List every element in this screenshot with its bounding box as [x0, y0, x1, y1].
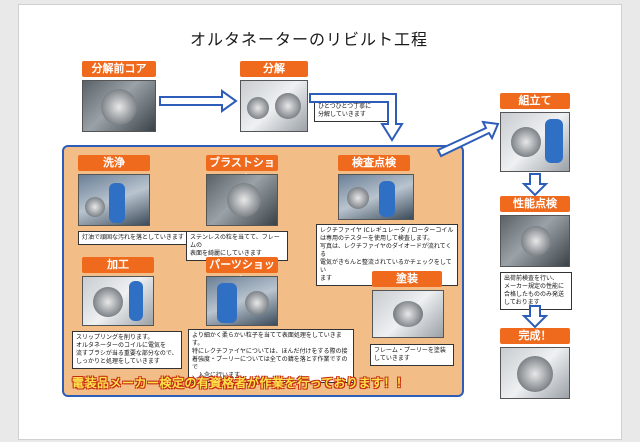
step-label-performance: 性能点検 — [500, 196, 570, 212]
step-label-machining: 加工 — [82, 257, 154, 273]
note-blast: ステンレスの粒を当てて、フレームの 表面を綺麗にしていきます — [186, 231, 288, 261]
step-label-core: 分解前コア — [82, 61, 156, 77]
photo-blast — [206, 174, 278, 226]
photo-painting — [372, 290, 444, 338]
note-parts-shot: より細かく柔らかい粒子を当てて表面処理をしていきます。 特にレクチファイヤについ… — [188, 329, 354, 383]
photo-disassembly — [240, 80, 308, 132]
note-performance: 出荷前検査を行い、 メーカー規定の性能に 合格したもののみ発送 しております — [500, 272, 572, 310]
photo-performance — [500, 215, 570, 267]
arrow-disassembly-to-panel — [309, 93, 404, 142]
note-machining: スリップリングを削ります。 オルタネーターのコイルに電気を 流すブラシが当る重要… — [72, 331, 182, 369]
qualification-banner: 電装品メーカー検定の有資格者が作業を行っております！！ — [72, 376, 409, 390]
photo-parts-shot — [206, 276, 278, 326]
photo-assembly — [500, 112, 570, 172]
step-label-washing: 洗浄 — [78, 155, 150, 171]
arrow-assembly-to-performance — [521, 173, 549, 197]
note-washing: 灯油で頑固な汚れを落としていきます — [78, 231, 196, 245]
photo-washing — [78, 174, 150, 226]
step-label-painting: 塗装 — [372, 271, 442, 287]
arrow-panel-to-assembly — [436, 120, 500, 158]
note-painting: フレーム・プーリーを塗装 していきます — [370, 344, 454, 366]
step-label-disassembly: 分解 — [240, 61, 308, 77]
photo-machining — [82, 276, 154, 326]
arrow-core-to-disassembly — [159, 89, 238, 113]
arrow-performance-to-complete — [521, 305, 549, 329]
photo-complete — [500, 347, 570, 399]
step-label-complete: 完成！ — [500, 328, 570, 344]
step-label-inspection: 検査点検 — [338, 155, 410, 171]
step-label-assembly: 組立て — [500, 93, 570, 109]
photo-core — [82, 80, 156, 132]
page-title: オルタネーターのリビルト工程 — [190, 30, 429, 49]
photo-inspection — [338, 174, 414, 220]
